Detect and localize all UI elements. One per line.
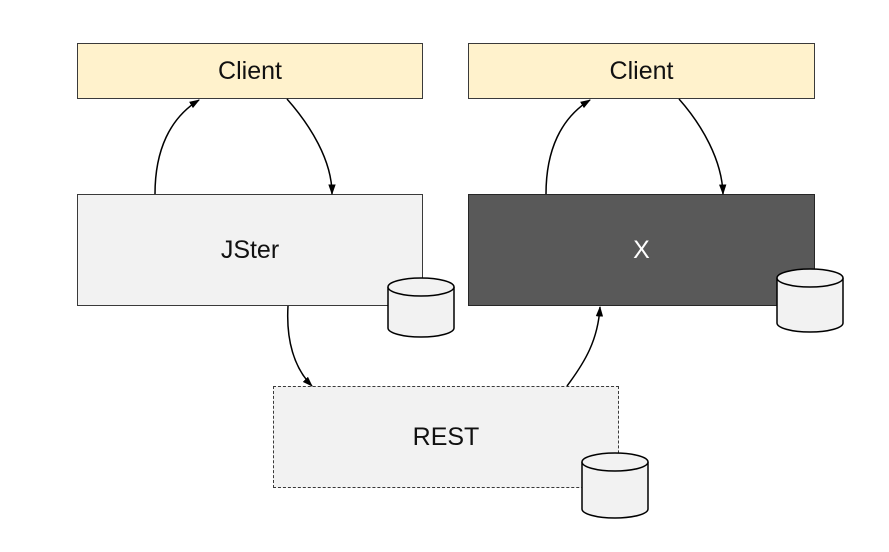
x-label: X (633, 235, 650, 264)
client-right-box: Client (468, 43, 815, 99)
arrow-client-right-to-x (678, 98, 727, 196)
arrow-client-left-to-jster (286, 98, 336, 196)
x-box: X (468, 194, 815, 306)
rest-label: REST (412, 422, 480, 451)
arrow-jster-to-client-left (154, 99, 200, 195)
client-left-label: Client (218, 56, 282, 85)
client-left-box: Client (77, 43, 423, 99)
rest-box: REST (273, 386, 619, 488)
arrow-jster-to-rest (286, 305, 313, 387)
jster-box: JSter (77, 194, 423, 306)
jster-label: JSter (220, 235, 280, 264)
arrow-x-to-client-right (545, 99, 591, 195)
client-right-label: Client (609, 56, 674, 85)
arrow-rest-to-x (566, 305, 604, 387)
